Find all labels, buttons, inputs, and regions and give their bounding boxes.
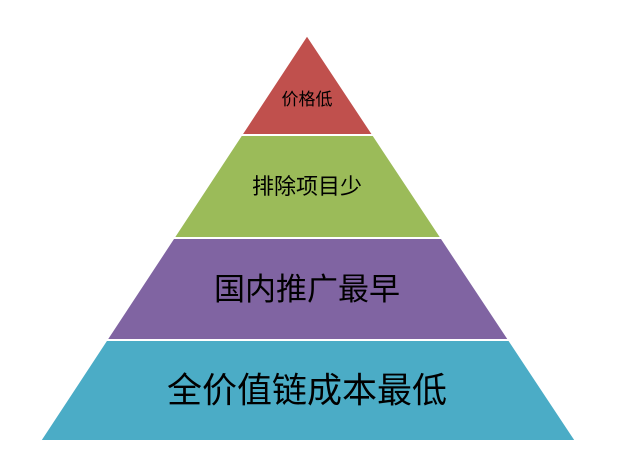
tier-base-label: 全价值链成本最低 <box>167 372 447 412</box>
tier-upper-middle: 排除项目少 <box>171 134 444 239</box>
tier-top-shape <box>239 33 376 136</box>
tier-lower-middle: 国内推广最早 <box>104 237 511 341</box>
tier-base-shape <box>38 339 578 442</box>
tier-top: 价格低 <box>239 33 376 136</box>
tier-lower-middle-label: 国内推广最早 <box>214 272 400 308</box>
tier-upper-middle-label: 排除项目少 <box>252 175 362 200</box>
tier-top-label: 价格低 <box>282 90 333 110</box>
tier-base: 全价值链成本最低 <box>38 339 578 442</box>
